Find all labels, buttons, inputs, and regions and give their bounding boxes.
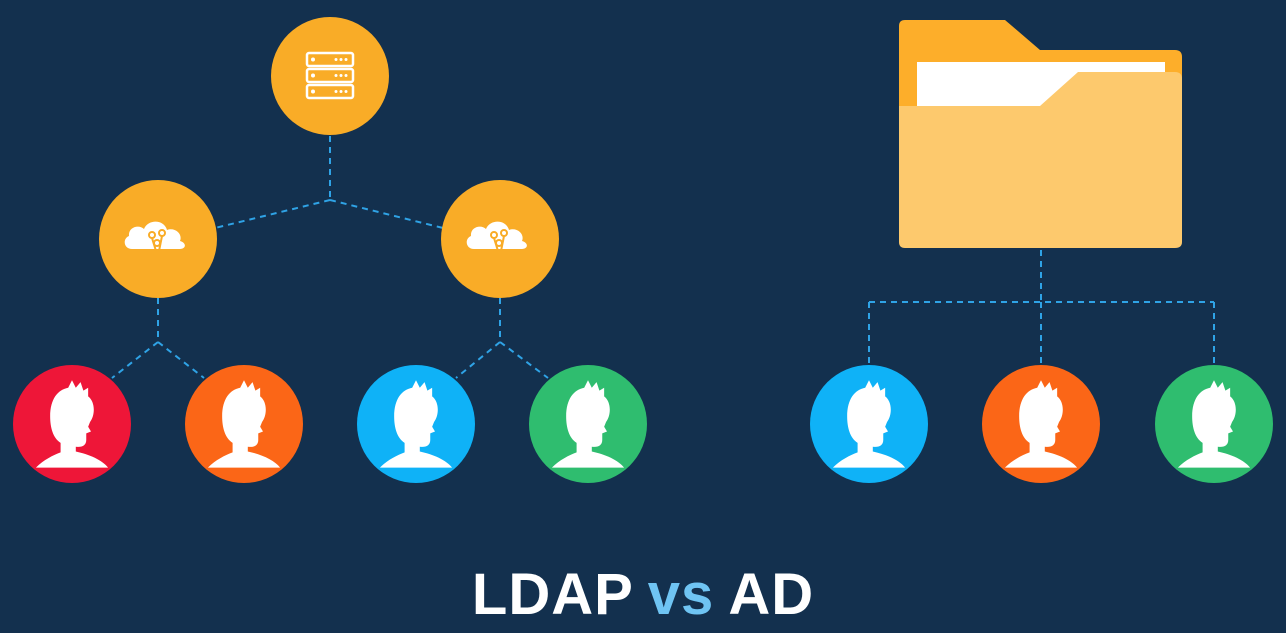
ldap-root-node [271, 17, 389, 135]
ldap-user-node-green [529, 365, 647, 483]
connector-left-branch-to-user-1 [111, 341, 159, 379]
connector-right-branch-to-user-4 [499, 341, 549, 379]
folder-icon [899, 20, 1182, 248]
connector-root-to-right-branch [329, 199, 444, 229]
ad-connectors [868, 250, 1215, 365]
ad-user-node-green [1155, 365, 1273, 483]
ldap-user-node-orange [185, 365, 303, 483]
ad-user-node-blue [810, 365, 928, 483]
connector-left-branch-to-user-2 [157, 341, 205, 379]
ldap-user-node-blue [357, 365, 475, 483]
connector-root-to-left-branch [214, 199, 331, 229]
cloud-network-icon [124, 221, 185, 252]
ldap-user-node-red [13, 365, 131, 483]
title-ad: AD [728, 562, 815, 627]
title-vs: vs [647, 562, 715, 627]
cloud-network-icon [466, 221, 527, 252]
server-icon [305, 51, 355, 100]
ldap-connectors [111, 136, 549, 379]
connector-right-branch-to-user-3 [455, 341, 501, 379]
ldap-branch-node-right [441, 180, 559, 298]
ldap-branch-node-left [99, 180, 217, 298]
ad-user-node-orange [982, 365, 1100, 483]
title-ldap: LDAP [471, 562, 634, 627]
